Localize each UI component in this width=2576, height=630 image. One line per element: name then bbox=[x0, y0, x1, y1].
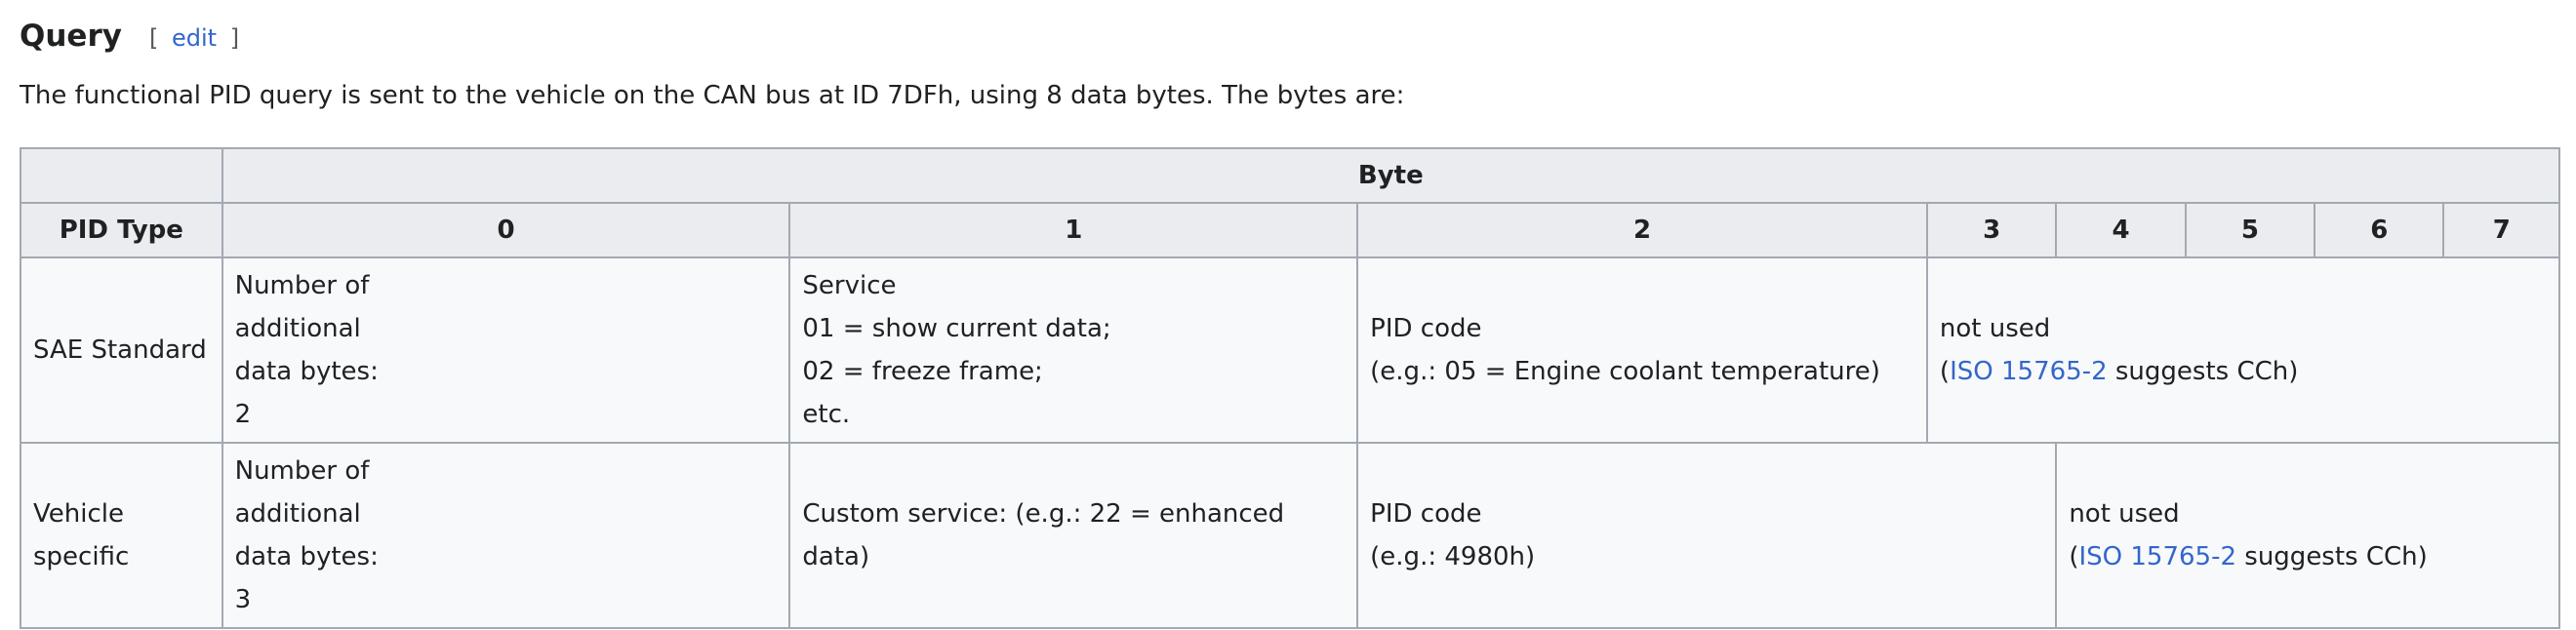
header-row-top: Byte bbox=[20, 147, 2561, 204]
edit-bracket-open: [ bbox=[148, 24, 159, 52]
cell-line: (ISO 15765-2 suggests CCh) bbox=[2069, 535, 2547, 578]
cell-line: (ISO 15765-2 suggests CCh) bbox=[1940, 350, 2547, 393]
header-byte-5: 5 bbox=[2184, 202, 2316, 258]
cell-byte-1: Service 01 = show current data; 02 = fre… bbox=[788, 256, 1359, 444]
cell-line: Number of bbox=[234, 271, 370, 300]
cell-line: 02 = freeze frame; bbox=[802, 357, 1043, 386]
cell-line: Custom service: (e.g.: 22 = enhanced dat… bbox=[802, 499, 1285, 571]
cell-byte-0: Number of additional data bytes: 2 bbox=[221, 256, 791, 444]
header-byte: Byte bbox=[221, 147, 2561, 204]
cell-line: not used bbox=[1939, 314, 2051, 343]
cell-line: (e.g.: 4980h) bbox=[1370, 542, 1536, 571]
paren-open: ( bbox=[2069, 542, 2079, 571]
cell-line: 2 bbox=[234, 400, 252, 429]
cell-line: additional bbox=[234, 314, 361, 343]
header-byte-7: 7 bbox=[2442, 202, 2560, 258]
cell-pid-type: SAE Standard bbox=[20, 256, 223, 444]
pid-query-table: Byte PID Type 0 1 2 3 4 5 6 7 SAE Standa… bbox=[20, 147, 2561, 629]
cell-bytes-3-7-not-used: not used (ISO 15765-2 suggests CCh) bbox=[1925, 256, 2561, 444]
section-heading-row: Query [ edit ] bbox=[20, 14, 239, 59]
edit-link[interactable]: edit bbox=[171, 24, 218, 52]
header-byte-0: 0 bbox=[221, 202, 791, 258]
cell-line: PID code bbox=[1370, 499, 1482, 529]
edit-section: [ edit ] bbox=[149, 16, 239, 60]
cell-line: not used bbox=[2069, 499, 2180, 529]
edit-bracket-close: ] bbox=[229, 24, 240, 52]
cell-bytes-2-3: PID code (e.g.: 4980h) bbox=[1356, 442, 2058, 629]
paren-open: ( bbox=[1939, 357, 1951, 386]
header-byte-6: 6 bbox=[2314, 202, 2445, 258]
section-heading: Query bbox=[20, 19, 122, 54]
cell-line: (e.g.: 05 = Engine coolant temperature) bbox=[1370, 357, 1880, 386]
iso-15765-2-link[interactable]: ISO 15765-2 bbox=[2078, 542, 2237, 571]
cell-bytes-4-7-not-used: not used (ISO 15765-2 suggests CCh) bbox=[2055, 442, 2560, 629]
table-row-vehicle-specific: Vehicle specific Number of additional da… bbox=[20, 442, 2560, 629]
cell-line: data bytes: bbox=[234, 357, 379, 386]
cell-line: 3 bbox=[234, 585, 252, 614]
cell-line: Service bbox=[802, 271, 897, 300]
cell-line: PID code bbox=[1370, 314, 1482, 343]
header-byte-4: 4 bbox=[2055, 202, 2187, 258]
cell-line: 01 = show current data; bbox=[802, 314, 1111, 343]
cell-line: etc. bbox=[802, 400, 851, 429]
cell-line: Number of bbox=[234, 456, 370, 486]
cell-pid-type: Vehicle specific bbox=[20, 442, 223, 629]
cell-byte-1: Custom service: (e.g.: 22 = enhanced dat… bbox=[788, 442, 1359, 629]
header-byte-2: 2 bbox=[1356, 202, 1928, 258]
header-row-columns: PID Type 0 1 2 3 4 5 6 7 bbox=[20, 202, 2560, 258]
header-pid-type: PID Type bbox=[20, 202, 223, 258]
intro-paragraph: The functional PID query is sent to the … bbox=[20, 81, 1405, 110]
cell-line: additional bbox=[234, 499, 361, 529]
cell-byte-2: PID code (e.g.: 05 = Engine coolant temp… bbox=[1356, 256, 1928, 444]
iso-15765-2-link[interactable]: ISO 15765-2 bbox=[1950, 357, 2108, 386]
table-row-sae-standard: SAE Standard Number of additional data b… bbox=[20, 256, 2561, 444]
header-byte-1: 1 bbox=[788, 202, 1359, 258]
header-byte-3: 3 bbox=[1925, 202, 2058, 258]
cell-byte-0: Number of additional data bytes: 3 bbox=[221, 442, 791, 629]
link-suffix: suggests CCh) bbox=[2107, 357, 2299, 386]
link-suffix: suggests CCh) bbox=[2236, 542, 2428, 571]
cell-line: data bytes: bbox=[234, 542, 379, 571]
header-corner-cell bbox=[20, 147, 223, 204]
